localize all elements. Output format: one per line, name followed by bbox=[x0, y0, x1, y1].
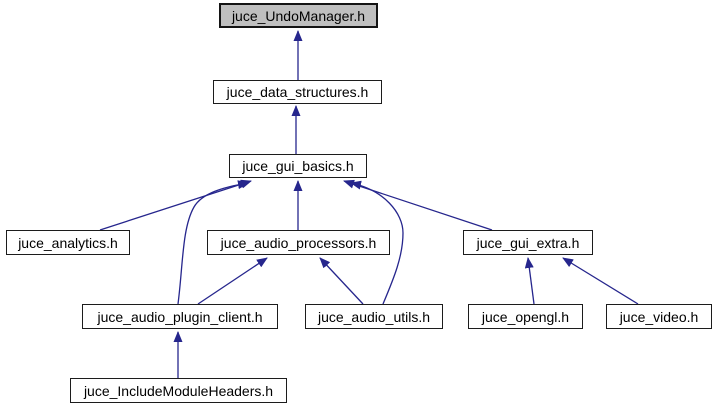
edge-audio-plugin-client-to-audio-processors bbox=[197, 257, 268, 305]
edge-audio-plugin-client-to-gui-basics bbox=[177, 180, 249, 305]
node-juce-analytics-h[interactable]: juce_analytics.h bbox=[6, 230, 130, 255]
edge-audio-utils-to-gui-basics bbox=[350, 180, 404, 305]
edge-gui-extra-to-gui-basics bbox=[343, 179, 493, 231]
edge-opengl-to-gui-extra bbox=[524, 257, 535, 305]
node-juce-audio-utils-h[interactable]: juce_audio_utils.h bbox=[305, 304, 443, 329]
node-juce-video-h[interactable]: juce_video.h bbox=[606, 304, 712, 329]
edge-analytics-to-gui-basics bbox=[99, 179, 252, 231]
node-juce-audio-processors-h[interactable]: juce_audio_processors.h bbox=[207, 230, 390, 255]
node-juce-includemoduleheaders-h[interactable]: juce_IncludeModuleHeaders.h bbox=[70, 378, 287, 403]
edge-video-to-gui-extra bbox=[562, 257, 639, 305]
node-juce-opengl-h[interactable]: juce_opengl.h bbox=[468, 304, 583, 329]
edge-audio-utils-to-audio-processors bbox=[319, 257, 364, 305]
node-juce-undomanager-h: juce_UndoManager.h bbox=[219, 3, 378, 28]
node-juce-data-structures-h[interactable]: juce_data_structures.h bbox=[213, 80, 382, 104]
node-juce-gui-basics-h[interactable]: juce_gui_basics.h bbox=[229, 154, 367, 178]
node-juce-audio-plugin-client-h[interactable]: juce_audio_plugin_client.h bbox=[82, 304, 278, 329]
node-juce-gui-extra-h[interactable]: juce_gui_extra.h bbox=[463, 230, 593, 255]
